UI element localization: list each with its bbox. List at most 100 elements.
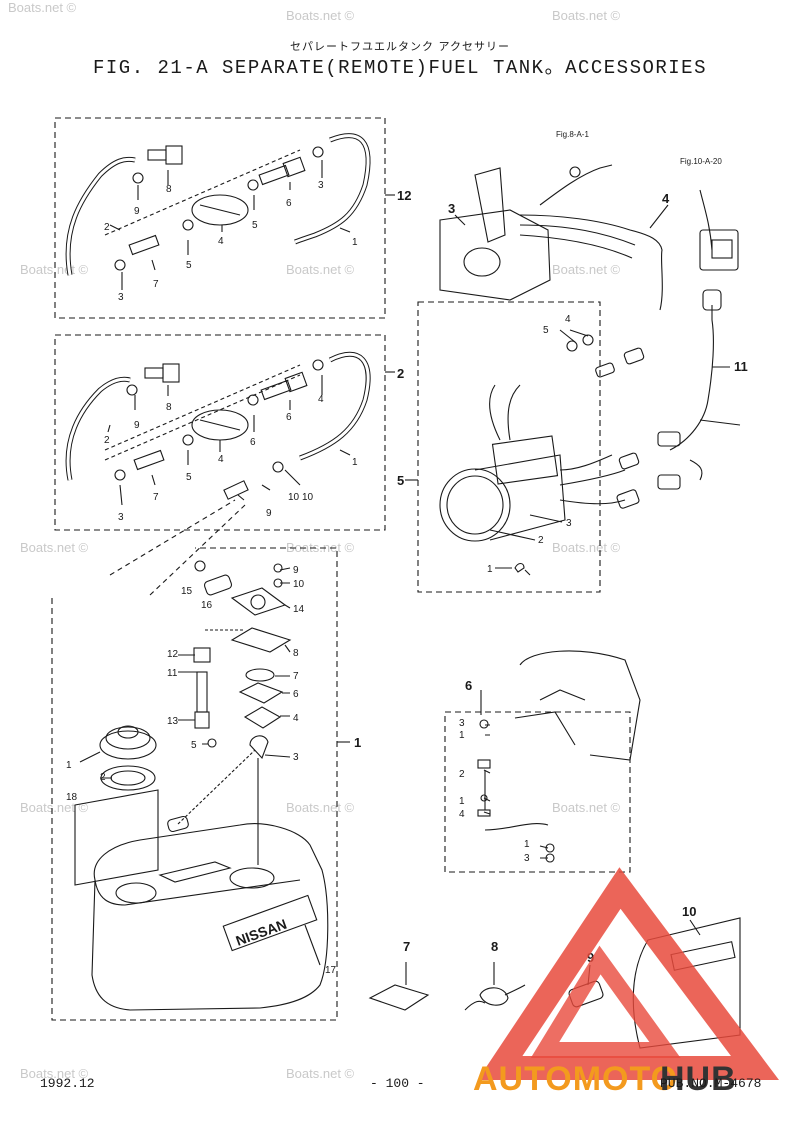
watermark: Boats.net © <box>286 8 355 23</box>
gasket <box>230 627 292 653</box>
group-12-boundary <box>54 117 386 319</box>
part-number-label: 3 <box>566 518 572 529</box>
part-number-label: 1 <box>354 735 361 750</box>
part-number-label: 5 <box>252 220 258 231</box>
part-number-label: 6 <box>465 678 472 693</box>
title-japanese: セパレートフユエルタンク アクセサリー <box>290 40 510 53</box>
part-number-label: 3 <box>459 718 465 729</box>
part-number-label: 1 <box>524 839 530 850</box>
watermark: Boats.net © <box>552 8 621 23</box>
part-number-label: 6 <box>286 198 292 209</box>
clamp <box>312 146 324 158</box>
group-6-boundary <box>444 711 631 873</box>
part-number-label: 9 <box>134 420 140 431</box>
watermark: Boats.net © <box>552 262 621 277</box>
fuel-hose <box>65 156 136 276</box>
throttle-lever <box>474 167 506 243</box>
part-7-pad <box>368 984 430 1011</box>
fuel-tank <box>91 823 329 1011</box>
connector <box>147 149 167 161</box>
reference-fig-10: Fig.10-A-20 <box>680 157 722 166</box>
automotohub-logo: AUTOMOTO HUB <box>473 867 779 1098</box>
part-number-label: 8 <box>166 184 172 195</box>
reference-fig-8: Fig.8-A-1 <box>556 130 589 139</box>
part-number-label: 3 <box>448 201 455 216</box>
part-number-label: 5 <box>543 325 549 336</box>
tank-logo: NISSAN <box>234 916 289 949</box>
part-number-label: 2 <box>538 535 544 546</box>
part-number-label: 7 <box>403 939 410 954</box>
bulb <box>514 562 525 573</box>
part-number-label: 10 <box>302 492 314 503</box>
harness-connector <box>699 229 739 271</box>
remote-control-box <box>439 209 551 301</box>
part-number-label: 4 <box>459 809 465 820</box>
part-number-label: 9 <box>266 508 272 519</box>
part-number-label: 12 <box>167 649 179 660</box>
clamp <box>132 172 144 184</box>
tank-connector-housing <box>230 587 287 616</box>
watermark: Boats.net © <box>552 800 621 815</box>
part-number-label: 9 <box>587 950 594 965</box>
footer-page-number: - 100 - <box>370 1076 425 1091</box>
part-number-label: 8 <box>166 402 172 413</box>
watermark: Boats.net © <box>20 800 89 815</box>
part-number-label: 4 <box>662 191 670 206</box>
tachometer <box>439 468 511 542</box>
logo-triangle-inner <box>530 945 681 1058</box>
part-number-label: 11 <box>167 668 178 679</box>
part-number-label: 1 <box>352 457 358 468</box>
part-number-label: 3 <box>318 180 324 191</box>
part-number-label: 3 <box>118 292 124 303</box>
group-5-boundary <box>417 301 601 593</box>
group-1-boundary <box>51 547 338 1021</box>
engine-cowl <box>519 650 641 761</box>
part-number-label: 2 <box>100 772 106 783</box>
gauge-plate <box>238 682 284 704</box>
clamp <box>114 259 126 271</box>
float-arm <box>249 735 269 760</box>
part-number-label: 2 <box>459 769 465 780</box>
footer-date: 1992.12 <box>40 1076 95 1091</box>
part-number-label: 3 <box>524 853 530 864</box>
part-number-label: 10 <box>682 904 696 919</box>
pickup-tube <box>196 671 208 713</box>
watermark: Boats.net © <box>552 540 621 555</box>
part-number-label: 14 <box>293 604 305 615</box>
part-number-label: 1 <box>66 760 72 771</box>
part-number-label: 9 <box>134 206 140 217</box>
part-number-label: 18 <box>66 792 78 803</box>
fitting <box>258 164 290 186</box>
part-number-label: 1 <box>352 237 358 248</box>
part-number-label: 6 <box>286 412 292 423</box>
part-number-label: 3 <box>293 752 299 763</box>
clamp <box>182 219 194 231</box>
part-number-label: 7 <box>293 671 299 682</box>
part-number-label: 5 <box>397 473 404 488</box>
logo-text-automoto: AUTOMOTO <box>473 1060 678 1098</box>
watermark: Boats.net © <box>8 0 77 15</box>
part-number-label: 11 <box>734 359 748 374</box>
part-number-label: 10 <box>288 492 300 503</box>
part-number-label: 1 <box>459 730 465 741</box>
part-number-label: 1 <box>487 564 493 575</box>
part-number-label: 8 <box>293 648 299 659</box>
logo-triangle-outer <box>477 867 779 1080</box>
group-2-boundary <box>54 334 386 531</box>
tank-connector <box>223 480 249 500</box>
tank-filler-neck <box>115 882 157 904</box>
filler-cap <box>99 730 157 760</box>
nissan-decal <box>222 894 318 952</box>
part-number-label: 13 <box>167 716 179 727</box>
logo-text-hub: HUB <box>660 1060 737 1098</box>
part-number-label: 12 <box>397 188 411 203</box>
part-number-label: 17 <box>325 965 337 976</box>
main-harness <box>669 305 714 451</box>
fitting <box>128 234 160 256</box>
connector-nut <box>165 145 183 165</box>
